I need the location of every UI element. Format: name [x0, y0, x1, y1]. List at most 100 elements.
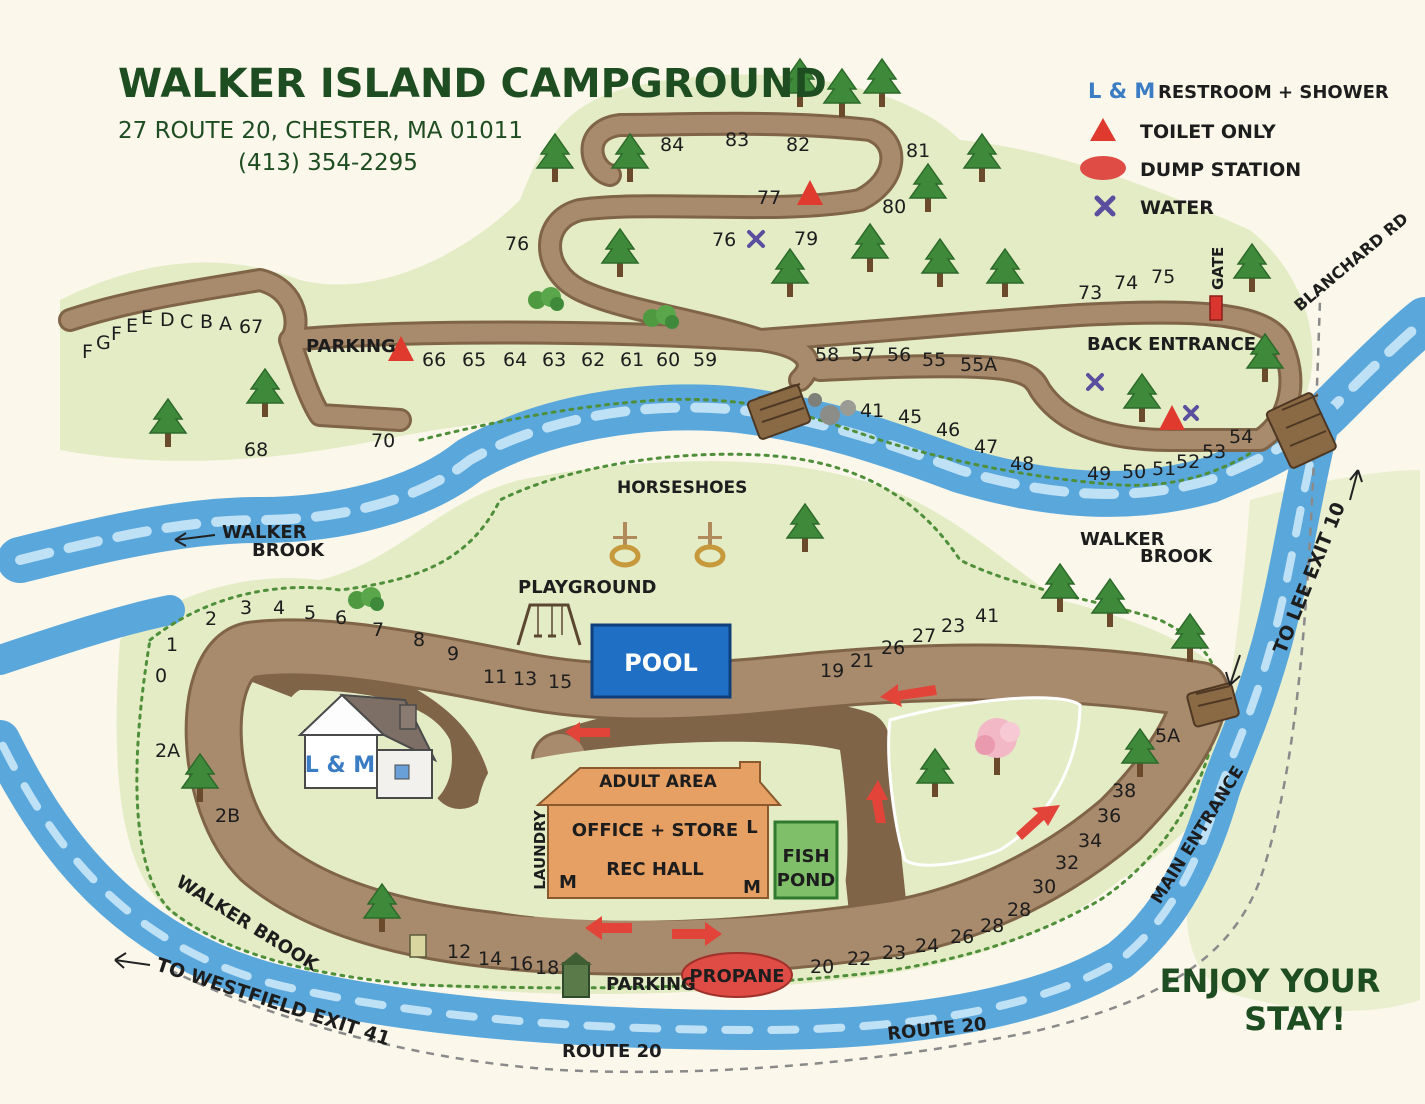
site-label: 67: [239, 316, 263, 338]
site-label: 13: [513, 668, 537, 690]
legend-toilet-icon: [1090, 118, 1116, 141]
site-label: 0: [155, 665, 167, 687]
route-20-line: [169, 299, 1322, 1074]
legend-water-label: WATER: [1140, 197, 1214, 219]
walker-brook-left-2: BROOK: [252, 540, 325, 561]
site-label: 6: [335, 607, 347, 629]
site-label: 63: [542, 349, 566, 371]
site-label: 58: [815, 344, 839, 366]
site-label: 30: [1032, 876, 1056, 898]
water-icon: [1086, 373, 1104, 391]
site-label: 5: [304, 602, 316, 624]
site-label: 66: [422, 349, 446, 371]
building-m-right: M: [743, 877, 761, 898]
site-label: 55: [922, 349, 946, 371]
site-label: 4: [273, 597, 285, 619]
adult-area-label: ADULT AREA: [599, 772, 717, 792]
legend: L & M RESTROOM + SHOWER TOILET ONLY DUMP…: [1080, 79, 1389, 219]
route-20-label-left: ROUTE 20: [562, 1041, 662, 1062]
site-label: 5A: [1155, 725, 1180, 747]
propane-dump-station: [681, 952, 793, 998]
walker-brook-right-1: WALKER: [1080, 529, 1165, 550]
toilet-markers: [388, 180, 1185, 430]
site-label: G: [96, 332, 111, 354]
site-label: 75: [1151, 266, 1175, 288]
office-store-label: OFFICE + STORE: [572, 820, 738, 841]
site-label: 54: [1229, 426, 1253, 448]
site-label: 47: [974, 436, 998, 458]
lm-house-sign: L & M: [305, 753, 375, 778]
campground-title: WALKER ISLAND CAMPGROUND: [118, 61, 827, 107]
site-label: 61: [620, 349, 644, 371]
site-label: 2A: [155, 740, 180, 762]
site-label: 81: [906, 140, 930, 162]
site-label: C: [180, 311, 193, 333]
site-label: 11: [483, 666, 507, 688]
site-label: 16: [509, 953, 533, 975]
site-label: 12: [447, 941, 471, 963]
site-numbers: 84 83 82 81 80 77 79 76 76 73 74 75 F G …: [82, 129, 1253, 979]
legend-dump-icon: [1080, 156, 1126, 180]
site-label: 65: [462, 349, 486, 371]
site-label: 50: [1122, 461, 1146, 483]
gate-label: GATE: [1209, 247, 1227, 290]
site-label: 26: [881, 637, 905, 659]
site-label: 80: [882, 196, 906, 218]
site-label: 24: [915, 935, 939, 957]
site-label: 28: [980, 915, 1004, 937]
legend-lm-symbol: L & M: [1088, 79, 1155, 103]
site-label: E: [126, 315, 138, 337]
back-entrance-label: BACK ENTRANCE: [1087, 334, 1256, 355]
site-label: 73: [1078, 282, 1102, 304]
legend-restroom-label: RESTROOM + SHOWER: [1158, 82, 1389, 103]
site-label: 77: [757, 187, 781, 209]
legend-toilet-label: TOILET ONLY: [1140, 121, 1276, 143]
direction-arrows: [114, 469, 1363, 969]
site-label: 18: [535, 957, 559, 979]
site-label: 36: [1097, 805, 1121, 827]
site-label: 84: [660, 134, 684, 156]
site-label: 34: [1078, 830, 1102, 852]
site-label: 23: [941, 615, 965, 637]
playground-label: PLAYGROUND: [518, 577, 656, 598]
fish-pond-label-2: POND: [777, 870, 836, 891]
site-label: 51: [1152, 458, 1176, 480]
water-icon: [1183, 405, 1199, 421]
fish-pond-label-1: FISH: [782, 846, 829, 867]
site-label: 14: [478, 948, 502, 970]
site-label: 2: [205, 608, 217, 630]
legend-dump-label: DUMP STATION: [1140, 159, 1301, 181]
north-boundary: [418, 397, 1272, 487]
office-building: [535, 761, 783, 899]
walker-brook-right-2: BROOK: [1140, 546, 1213, 567]
parking-label-bottom: PARKING: [606, 974, 696, 995]
site-label: 59: [693, 349, 717, 371]
east-bridge: [1265, 392, 1337, 469]
site-label: 68: [244, 439, 268, 461]
laundry-label: LAUNDRY: [531, 809, 549, 890]
site-label: 23: [882, 942, 906, 964]
site-label: 49: [1087, 463, 1111, 485]
site-label: 8: [413, 629, 425, 651]
pool: [590, 623, 732, 699]
site-label: 57: [851, 344, 875, 366]
blanchard-rd-label: BLANCHARD RD: [1290, 209, 1411, 315]
site-label: E: [141, 307, 153, 329]
toilet-icon: [388, 336, 414, 361]
propane-label: PROPANE: [689, 966, 784, 987]
outhouse-icon: [409, 934, 592, 998]
pool-label: POOL: [624, 649, 698, 677]
site-label: F: [82, 341, 93, 363]
site-label: 45: [898, 406, 922, 428]
site-label: 22: [847, 948, 871, 970]
cherry-tree: [975, 718, 1020, 775]
site-label: 64: [503, 349, 527, 371]
traffic-arrows: [565, 684, 1060, 946]
site-label: 28: [1007, 899, 1031, 921]
legend-water-icon: [1094, 195, 1116, 217]
site-label: 20: [810, 956, 834, 978]
site-label: 53: [1202, 441, 1226, 463]
walker-brook-west-branch: [0, 595, 185, 675]
site-label: 56: [887, 344, 911, 366]
north-grass: [60, 74, 1313, 492]
